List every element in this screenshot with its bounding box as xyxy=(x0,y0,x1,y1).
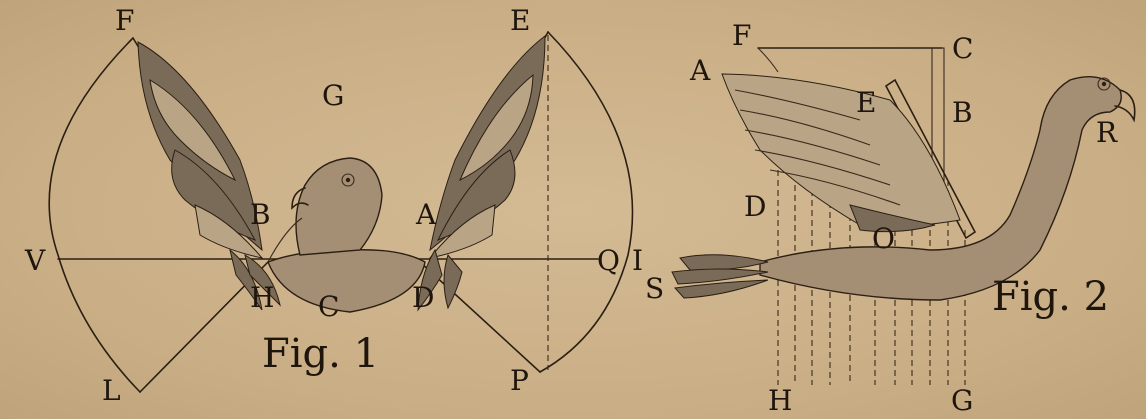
fig1-label-i: I xyxy=(632,244,643,277)
right-wing-drawing xyxy=(418,36,545,310)
fig1-label-f: F xyxy=(115,4,134,37)
fig1-label-c: C xyxy=(318,290,339,323)
fig2-label-h: H xyxy=(768,384,792,417)
left-arc xyxy=(49,38,140,392)
fig2-label-d: D xyxy=(744,190,766,223)
fig1-label-a: A xyxy=(415,198,437,231)
fig2-label-c: C xyxy=(952,32,973,65)
tail-drawing xyxy=(672,255,768,298)
figure-2: F C A E B R D O S H G Fig. 2 xyxy=(645,19,1135,417)
fig2-label-s: S xyxy=(645,272,664,305)
fig1-label-e: E xyxy=(510,4,530,37)
fig2-label-r: R xyxy=(1096,116,1118,149)
figure-1: F E G B A V Q I H C D L P Fig. 1 xyxy=(24,4,643,407)
fig1-label-d: D xyxy=(412,281,434,314)
fig1-label-h: H xyxy=(250,281,274,314)
fig1-label-q: Q xyxy=(597,244,620,277)
fig1-label-p: P xyxy=(510,364,529,397)
fig2-label-a: A xyxy=(689,54,711,87)
bird-body-drawing xyxy=(268,158,425,312)
right-arc xyxy=(540,32,633,372)
fig1-label-l: L xyxy=(102,374,121,407)
fig1-label-v: V xyxy=(24,244,46,277)
fig2-label-e: E xyxy=(856,86,876,119)
fig1-caption: Fig. 1 xyxy=(262,331,379,377)
fig2-label-g: G xyxy=(951,384,973,417)
fig2-label-o: O xyxy=(872,222,895,255)
fig1-label-g: G xyxy=(322,79,344,112)
fig2-label-f: F xyxy=(732,19,751,52)
left-wing-drawing xyxy=(138,42,280,310)
fig2-label-b: B xyxy=(952,96,973,129)
fig2-caption: Fig. 2 xyxy=(992,274,1109,320)
fig1-label-b: B xyxy=(250,198,271,231)
